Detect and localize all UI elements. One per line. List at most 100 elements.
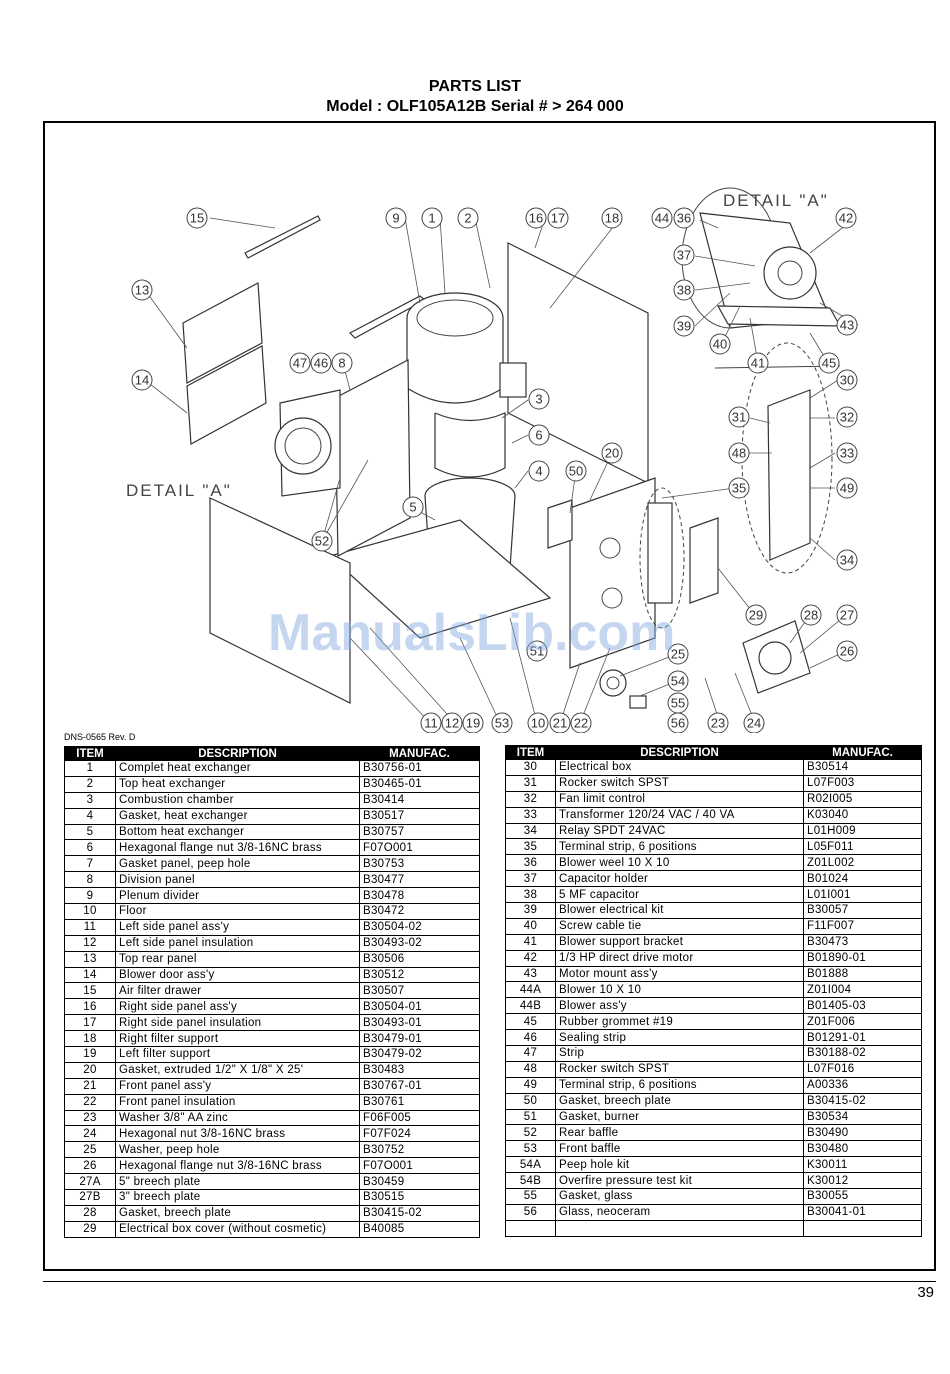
item-number: 2 (64, 775, 116, 793)
item-description: Front panel ass'y (115, 1077, 360, 1095)
callout-16: 16 (525, 207, 547, 229)
item-number: 47 (505, 1045, 556, 1062)
manufacturer-code: L01H009 (803, 822, 922, 840)
manufacturer-code: B30753 (359, 855, 480, 873)
item-description: Sealing strip (555, 1029, 804, 1047)
manufacturer-code: F07F024 (359, 1125, 480, 1143)
item-number: 51 (505, 1108, 556, 1126)
item-description: Left side panel ass'y (115, 918, 360, 936)
item-description: Left filter support (115, 1046, 360, 1063)
item-description: Blower 10 X 10 (555, 981, 804, 999)
part-electrical-box (767, 389, 811, 561)
manufacturer-code: K03040 (803, 806, 922, 824)
item-number: 18 (64, 1030, 116, 1048)
item-description: Electrical box cover (without cosmetic) (115, 1220, 360, 1238)
manufacturer-code: B30459 (359, 1173, 480, 1191)
svg-text:24: 24 (747, 716, 761, 731)
svg-text:32: 32 (840, 410, 854, 425)
item-number: 14 (64, 966, 116, 984)
svg-text:41: 41 (751, 356, 765, 371)
item-number: 26 (64, 1157, 116, 1175)
manufacturer-code: Z01I004 (803, 981, 922, 999)
manufacturer-code: B30473 (803, 933, 922, 951)
manufacturer-code: B30757 (359, 823, 480, 841)
item-description: Combustion chamber (115, 791, 360, 809)
manufacturer-code: B30506 (359, 950, 480, 968)
callout-45: 45 (818, 352, 840, 374)
svg-text:3: 3 (535, 392, 542, 407)
item-number: 13 (64, 950, 116, 968)
callout-56: 56 (667, 712, 689, 733)
item-number: 39 (505, 902, 556, 919)
manufacturer-code: B30504-01 (359, 998, 480, 1016)
manufacturer-code: B30055 (803, 1188, 922, 1205)
manufacturer-code: B30504-02 (359, 918, 480, 936)
item-number: 4 (64, 807, 116, 825)
item-description (555, 1219, 804, 1237)
callout-43: 43 (836, 314, 858, 336)
item-number: 44A (505, 981, 556, 999)
item-number: 49 (505, 1076, 556, 1094)
callout-41: 41 (747, 352, 769, 374)
item-number: 46 (505, 1029, 556, 1047)
col-manufac: MANUFAC. (803, 745, 922, 760)
footer-rule (43, 1281, 936, 1282)
manufacturer-code: B30414 (359, 791, 480, 809)
manufacturer-code: F06F005 (359, 1109, 480, 1127)
manufacturer-code: B30514 (803, 759, 922, 776)
svg-text:29: 29 (749, 608, 763, 623)
svg-text:5: 5 (409, 500, 416, 515)
svg-text:46: 46 (314, 356, 328, 371)
item-number: 43 (505, 965, 556, 983)
item-number: 27A (64, 1173, 116, 1191)
svg-text:12: 12 (445, 716, 459, 731)
manufacturer-code: K30012 (803, 1172, 922, 1190)
svg-text:36: 36 (677, 211, 691, 226)
item-description: Complet heat exchanger (115, 760, 360, 777)
callout-27: 27 (836, 604, 858, 626)
callout-35: 35 (728, 477, 750, 499)
manufacturer-code: B30041-01 (803, 1203, 922, 1221)
manufacturer-code: B30752 (359, 1141, 480, 1159)
callout-9: 9 (385, 207, 407, 229)
item-description: Blower weel 10 X 10 (555, 854, 804, 872)
item-number: 28 (64, 1204, 116, 1222)
svg-text:45: 45 (822, 356, 836, 371)
svg-text:42: 42 (839, 211, 853, 226)
callout-3: 3 (528, 388, 550, 410)
svg-text:51: 51 (530, 644, 544, 659)
svg-text:37: 37 (677, 248, 691, 263)
item-description: Right side panel insulation (115, 1014, 360, 1032)
svg-text:15: 15 (190, 211, 204, 226)
manufacturer-code: B30490 (803, 1124, 922, 1142)
svg-text:16: 16 (529, 211, 543, 226)
item-description: Top heat exchanger (115, 775, 360, 793)
item-description: Fan limit control (555, 790, 804, 808)
svg-text:30: 30 (840, 373, 854, 388)
callout-47: 47 (289, 352, 311, 374)
item-description: Rocker switch SPST (555, 1060, 804, 1078)
col-item: ITEM (505, 745, 556, 760)
part-electrical-box-cover (689, 517, 719, 604)
drawing-frame (43, 121, 936, 1271)
manufacturer-code: B30057 (803, 902, 922, 919)
item-description: Top rear panel (115, 950, 360, 968)
callout-31: 31 (728, 406, 750, 428)
callout-21: 21 (549, 712, 571, 733)
callout-balloons: 15 9 1 2 16 17 18 44 36 42 13 37 38 39 4… (131, 207, 858, 733)
svg-text:13: 13 (135, 283, 149, 298)
watermark: ManualsLib.com (268, 604, 675, 662)
callout-46: 46 (310, 352, 332, 374)
item-description: 5 MF capacitor (555, 886, 804, 904)
